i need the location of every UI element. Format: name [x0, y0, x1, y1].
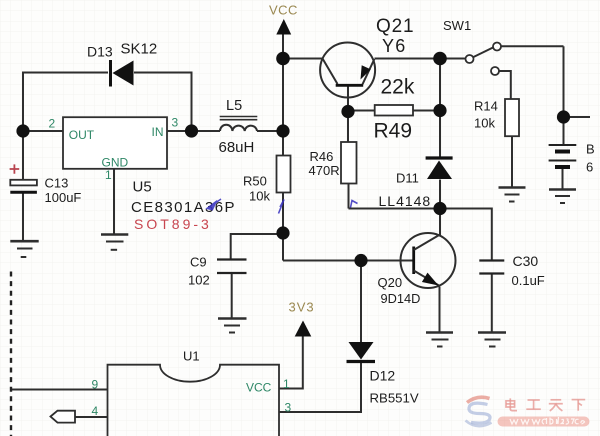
svg-text:D11: D11: [396, 170, 419, 185]
svg-text:GND: GND: [102, 156, 129, 170]
svg-text:U1: U1: [183, 349, 200, 364]
svg-text:C30: C30: [513, 253, 539, 269]
svg-text:C13: C13: [45, 176, 69, 191]
svg-text:100uF: 100uF: [45, 190, 82, 205]
svg-text:1: 1: [283, 377, 290, 391]
svg-text:Y6: Y6: [382, 36, 406, 56]
svg-text:OUT: OUT: [69, 128, 95, 142]
svg-text:3V3: 3V3: [289, 299, 315, 314]
svg-text:1: 1: [105, 168, 112, 182]
svg-text:102: 102: [188, 272, 210, 287]
svg-text:4: 4: [92, 404, 99, 418]
svg-text:22k: 22k: [381, 76, 415, 99]
svg-text:LL4148: LL4148: [379, 193, 432, 209]
svg-text:VCC: VCC: [246, 381, 272, 395]
svg-text:R14: R14: [474, 99, 498, 114]
svg-text:0.1uF: 0.1uF: [512, 273, 545, 288]
svg-text:Q20: Q20: [378, 275, 403, 290]
svg-text:SOT89-3: SOT89-3: [134, 216, 212, 232]
svg-text:CE8301A36P: CE8301A36P: [131, 199, 236, 216]
svg-text:SW1: SW1: [443, 18, 471, 33]
svg-text:9: 9: [92, 378, 99, 392]
svg-text:R49: R49: [374, 120, 413, 143]
svg-text:Q21: Q21: [376, 16, 414, 37]
svg-text:9D14D: 9D14D: [381, 291, 421, 306]
svg-text:C9: C9: [190, 254, 207, 269]
svg-text:RB551V: RB551V: [370, 390, 419, 405]
svg-text:10k: 10k: [474, 116, 495, 131]
svg-text:R50: R50: [243, 174, 267, 189]
svg-text:D12: D12: [370, 367, 396, 383]
svg-text:3: 3: [285, 400, 292, 414]
svg-text:SK12: SK12: [121, 41, 158, 58]
svg-text:68uH: 68uH: [219, 139, 255, 156]
svg-text:470R: 470R: [309, 163, 340, 178]
svg-text:3: 3: [172, 115, 179, 129]
svg-text:2: 2: [49, 117, 56, 131]
svg-text:10k: 10k: [249, 189, 270, 204]
svg-text:D13: D13: [87, 44, 113, 60]
svg-text:6: 6: [586, 159, 593, 174]
svg-text:R46: R46: [310, 149, 334, 164]
svg-text:VCC: VCC: [269, 3, 298, 18]
svg-text:IN: IN: [152, 125, 164, 139]
svg-text:L5: L5: [226, 98, 242, 114]
svg-text:B: B: [586, 142, 595, 157]
svg-text:U5: U5: [133, 179, 152, 196]
